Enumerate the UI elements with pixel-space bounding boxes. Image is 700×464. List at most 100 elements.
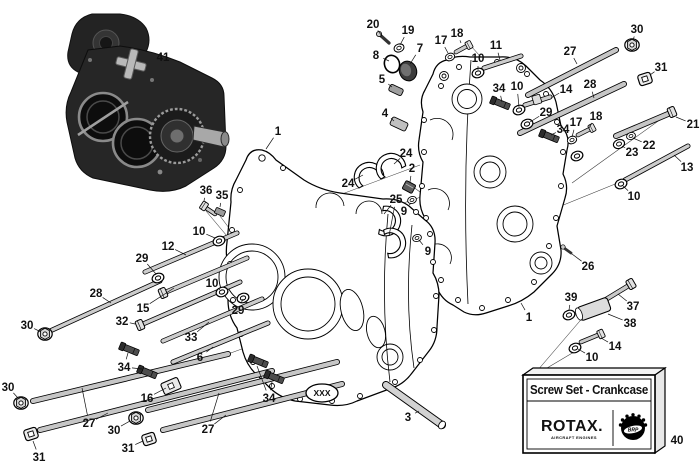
leader-line-10 [577, 348, 586, 354]
part-callout-3: 3 [405, 412, 411, 424]
washer-39 [561, 308, 577, 322]
leader-line-30 [632, 36, 635, 41]
leader-line-27 [214, 414, 227, 425]
leader-line-10 [517, 93, 520, 108]
stud-6 [170, 320, 271, 365]
leader-line-29 [529, 115, 540, 123]
bolt-20 [375, 30, 391, 45]
timing-gear-hub [169, 128, 185, 144]
flange-nut-30 [13, 396, 29, 410]
leader-line-1 [265, 137, 274, 150]
crankcase-half-right [417, 55, 569, 316]
part-callout-20: 20 [367, 19, 380, 31]
bolt-36 [198, 200, 218, 217]
part-callout-30: 30 [631, 24, 644, 36]
part-callout-9: 9 [401, 206, 407, 218]
leader-line-4 [390, 118, 395, 122]
leader-line-34 [256, 365, 267, 391]
part-callout-34: 34 [557, 124, 570, 136]
leader-line-28 [102, 297, 112, 304]
leader-line-24 [354, 174, 364, 180]
leader-line-18 [588, 122, 593, 129]
engine-detail-dot [150, 78, 154, 82]
leader-line-32 [129, 322, 136, 325]
part-callout-33: 33 [185, 332, 198, 344]
stud-33 [160, 296, 265, 344]
leader-line-31 [135, 440, 144, 445]
part-callout-10: 10 [628, 191, 641, 203]
part-callout-6: 6 [197, 352, 203, 364]
box-inner-border [526, 378, 652, 450]
xxx-tag: XXX [305, 383, 339, 403]
part-callout-21: 21 [687, 119, 700, 131]
part-callout-1: 1 [526, 312, 533, 324]
screw-set-title: Screw Set - Crankcase [530, 382, 648, 397]
part-callout-10: 10 [472, 53, 485, 65]
plug-2 [402, 180, 416, 194]
output-shaft-end [220, 131, 230, 147]
part-callout-28: 28 [90, 288, 103, 300]
leader-line-36 [203, 197, 205, 202]
part-callout-29: 29 [232, 305, 245, 317]
stud-13 [622, 143, 691, 183]
part-callout-34: 34 [493, 83, 506, 95]
stud-27-top [525, 47, 619, 98]
pin-5 [388, 83, 404, 97]
leader-line-2 [409, 175, 412, 183]
leader-line-33 [196, 321, 210, 333]
box-side-face [654, 366, 666, 455]
washer-29 [569, 149, 585, 163]
part-callout-25: 25 [390, 194, 403, 206]
brp-logo-text: BRP [628, 428, 639, 434]
leader-line-34 [131, 367, 143, 370]
part-callout-29: 29 [540, 107, 553, 119]
part-callout-8: 8 [373, 50, 380, 62]
leader-line-17 [571, 129, 575, 138]
part-callout-37: 37 [627, 301, 640, 313]
leader-line-34 [550, 132, 557, 136]
pin-3 [382, 381, 446, 430]
leader-line-39 [568, 304, 571, 311]
part-callout-34: 34 [263, 393, 276, 405]
bolt-34 [117, 341, 141, 358]
leader-line-14 [600, 337, 609, 343]
part-callout-30: 30 [2, 382, 15, 394]
flange-nut-30 [128, 411, 144, 425]
leader-line-5 [388, 83, 393, 88]
part-callout-10: 10 [206, 278, 219, 290]
part-callout-5: 5 [379, 74, 386, 86]
leader-line-35 [219, 202, 222, 208]
leader-line-9 [418, 239, 424, 246]
part-callout-12: 12 [162, 241, 175, 253]
leader-line-34 [125, 352, 129, 360]
leader-line-27 [95, 412, 109, 420]
part-callout-31: 31 [122, 443, 135, 455]
stud-28-left [47, 278, 163, 334]
part-callout-18: 18 [590, 111, 603, 123]
plug-7 [398, 60, 418, 82]
leader-line-20 [377, 30, 383, 37]
stud-14-top [522, 93, 553, 108]
leader-line-34 [500, 95, 503, 103]
bolt-21 [613, 105, 678, 139]
stud-27-b [37, 368, 275, 433]
part-callout-30: 30 [21, 320, 34, 332]
part-callout-32: 32 [116, 316, 129, 328]
part-callout-38: 38 [624, 318, 637, 330]
leader-line-37 [617, 293, 627, 302]
leader-line-19 [399, 36, 405, 46]
part-callout-14: 14 [609, 341, 622, 353]
leader-line-30 [13, 392, 19, 399]
part-callout-40: 40 [671, 435, 684, 447]
part-callout-28: 28 [584, 79, 597, 91]
pin-4 [389, 116, 409, 132]
part-callout-16: 16 [141, 393, 154, 405]
leader-line-18 [459, 40, 462, 44]
engine-detail-dot [198, 158, 202, 162]
leader-line-28 [591, 91, 595, 99]
part-callout-35: 35 [216, 190, 229, 202]
part-callout-18: 18 [451, 28, 464, 40]
box-top-face [521, 367, 667, 376]
socket-nut-31 [636, 71, 654, 87]
